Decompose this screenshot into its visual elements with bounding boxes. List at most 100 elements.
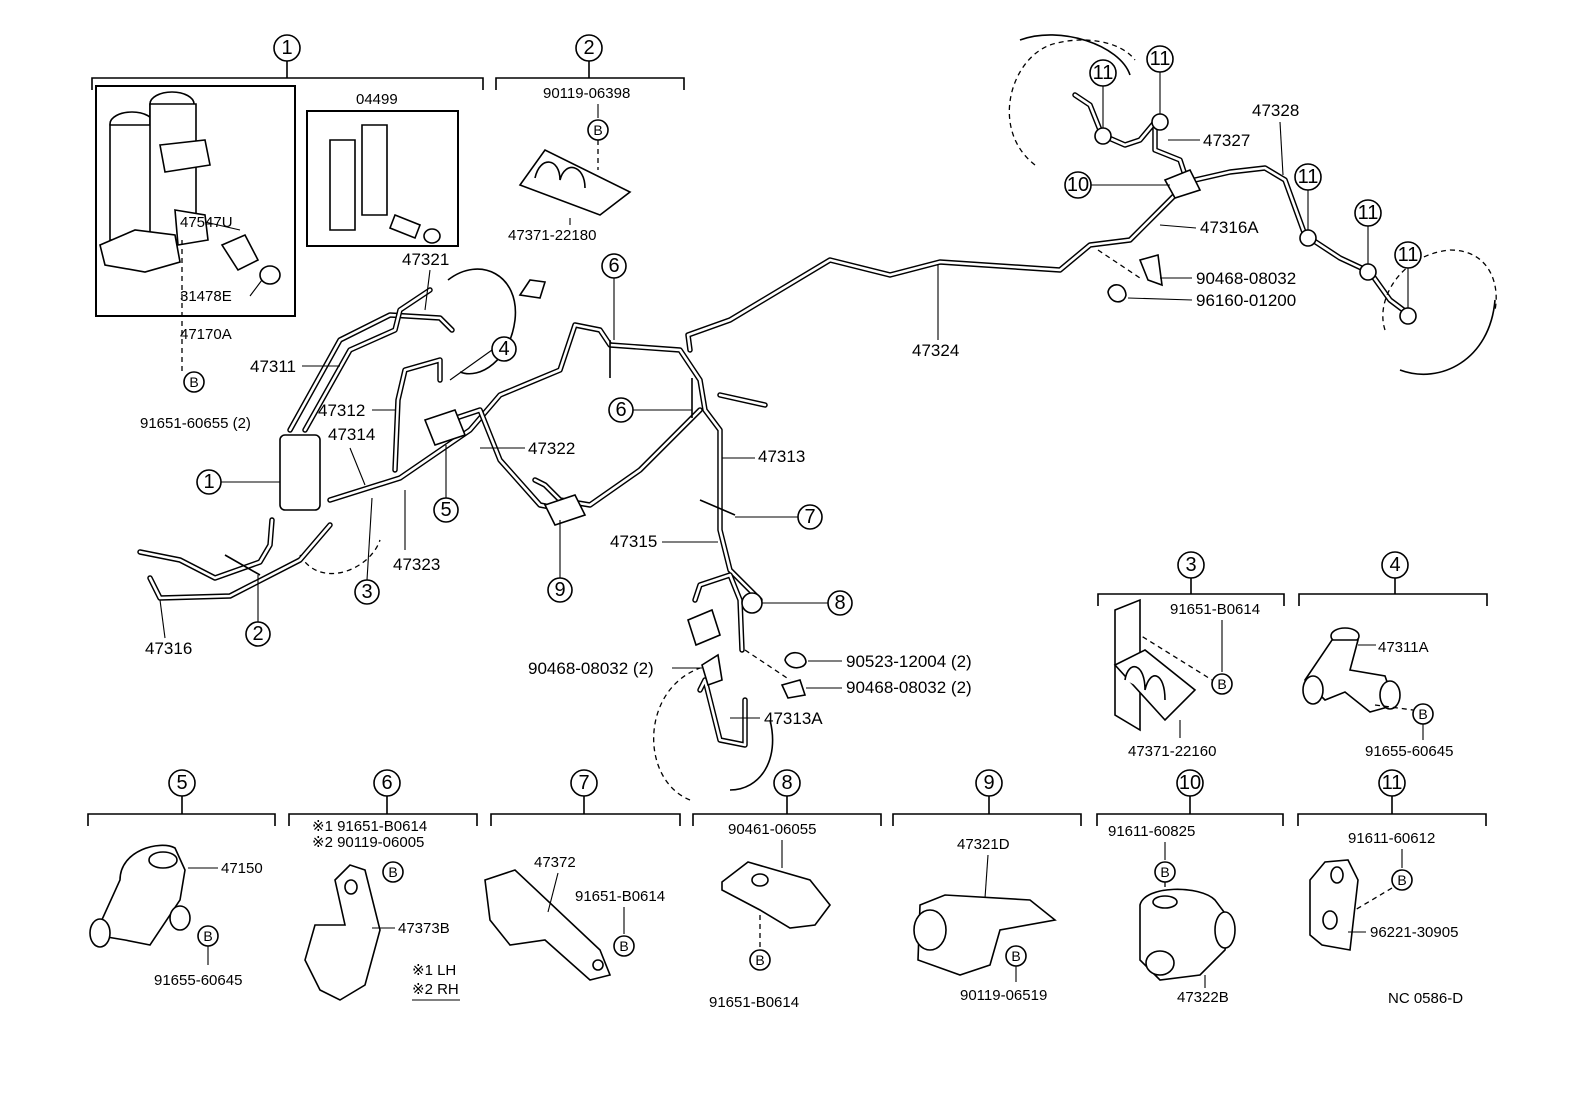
callout-3-circle — [354, 579, 380, 605]
label-47312: 47312 — [318, 401, 365, 420]
bolt-b-g1-circle — [183, 371, 205, 393]
label-90119-06519: 90119-06519 — [960, 987, 1047, 1004]
callouts: 1 2 3 4 5 6 6 7 8 9 10 11 11 — [196, 45, 1422, 647]
callout-5: 5 — [440, 499, 451, 521]
dash-g4 — [1374, 704, 1414, 711]
callout-11e-circle — [1394, 241, 1422, 269]
clamp-47372-icon — [484, 869, 612, 981]
group-10-number: 10 — [1179, 772, 1201, 794]
callout-4: 4 — [498, 338, 509, 360]
label-90468-08032-x2-b: 90468-08032 (2) — [846, 678, 972, 697]
bolt-b-g11: B — [1397, 872, 1406, 888]
bolt-b-g10: B — [1160, 864, 1169, 880]
repair-kit-box — [306, 110, 459, 247]
leader-96160-01200 — [1127, 297, 1193, 301]
group-3: 3 91651-B0614 B 47371-22160 — [1097, 551, 1285, 760]
label-47371-22160: 47371-22160 — [1128, 743, 1216, 760]
label-47371-22180: 47371-22180 — [508, 227, 596, 244]
group-6-bracket — [288, 796, 478, 826]
label-47311: 47311 — [250, 357, 296, 376]
label-47324: 47324 — [912, 341, 959, 360]
group-9-bracket — [892, 796, 1082, 826]
bolt-b-g9: B — [1011, 948, 1020, 964]
callout-7-circle — [797, 504, 823, 530]
main-assembly — [137, 34, 1497, 801]
label-90523-12004: 90523-12004 (2) — [846, 652, 972, 671]
callout-8-circle — [827, 590, 853, 616]
main-labels: 47321 47311 47312 47314 47322 47323 4731… — [145, 101, 1299, 728]
joint-11-c — [1299, 229, 1317, 247]
clip-90468-front-icon — [701, 653, 723, 687]
label-90468-08032: 90468-08032 — [1196, 269, 1296, 288]
clamp-bracket-icon — [518, 148, 632, 216]
group-2-bracket — [495, 61, 685, 90]
bolt-b-g8-circle — [749, 949, 771, 971]
label-47311A: 47311A — [1378, 639, 1429, 656]
callout-8: 8 — [834, 592, 845, 614]
callout-11d: 11 — [1358, 202, 1379, 224]
leader-47328 — [1279, 121, 1284, 176]
pipe-47316-upper — [137, 517, 275, 581]
brake-booster-icon — [299, 268, 547, 575]
label-96221-30905: 96221-30905 — [1370, 924, 1458, 941]
bracket-96221-icon — [1309, 859, 1359, 951]
group-11-number: 11 — [1382, 772, 1403, 794]
group-7: 7 47372 91651-B0614 B — [484, 769, 681, 981]
group-4-number: 4 — [1389, 554, 1400, 576]
group-5-number: 5 — [176, 772, 187, 794]
group-1-number: 1 — [281, 37, 292, 59]
label-47314: 47314 — [328, 425, 375, 444]
note-lh: ※1 LH — [412, 962, 456, 979]
note-rh: ※2 RH — [412, 981, 459, 998]
clamp-47373B-icon — [304, 864, 381, 1001]
leader-47547U — [204, 221, 241, 231]
group-4-bracket — [1298, 578, 1488, 606]
front-clip-leader — [744, 649, 791, 681]
label-g8-91651-B0614: 91651-B0614 — [709, 994, 799, 1011]
pipe-47324 — [685, 187, 1183, 353]
label-47313: 47313 — [758, 447, 805, 466]
callout-4-circle — [491, 336, 517, 362]
callout-5-circle — [433, 497, 459, 523]
leader-47321 — [424, 269, 431, 311]
master-cylinder-icon — [99, 91, 211, 273]
callout-2: 2 — [252, 623, 263, 645]
bolt-b-g7: B — [619, 938, 628, 954]
label-91651-60655: 91651-60655 (2) — [140, 415, 251, 432]
dash-g11 — [1354, 887, 1393, 911]
bolt-b-g8: B — [755, 952, 764, 968]
bracket-47371-22160-icon — [1113, 598, 1197, 732]
label-47322: 47322 — [528, 439, 575, 458]
label-47327: 47327 — [1203, 131, 1250, 150]
joint-11-e — [1399, 307, 1417, 325]
group-8-number: 8 — [781, 772, 792, 794]
leader-c4 — [449, 349, 493, 381]
pipe-47322 — [447, 407, 568, 513]
clamp-47321D-icon — [913, 894, 1057, 976]
spring-icon — [220, 233, 260, 272]
callout-11b-circle — [1146, 45, 1174, 73]
callout-11b: 11 — [1150, 48, 1171, 70]
clip-90468-front-b-icon — [780, 679, 807, 699]
callout-1: 1 — [203, 471, 214, 493]
group-7-number: 7 — [578, 772, 589, 794]
callout-6a: 6 — [608, 255, 619, 277]
label-47321: 47321 — [402, 250, 449, 269]
callout-6a-circle — [601, 253, 627, 279]
label-47372: 47372 — [534, 854, 576, 871]
group-1: 1 47547U 31478E 47170A B 91651-60655 (2)… — [91, 34, 484, 432]
group-1-bracket — [91, 61, 484, 90]
group-2: 2 90119-06398 B 47371-22180 — [495, 34, 685, 244]
tee-47150-icon — [89, 844, 191, 948]
rear-drum-right — [1382, 249, 1497, 331]
bolt-b-g5: B — [203, 928, 212, 944]
label-47170A: 47170A — [180, 326, 232, 343]
callout-11c-circle — [1294, 163, 1322, 191]
group-9: 9 47321D B 90119-06519 — [892, 769, 1082, 1004]
leader-47314 — [349, 447, 366, 486]
group-6: 6 ※1 91651-B0614 ※2 90119-06005 B 47373B… — [288, 769, 478, 1001]
label-91611-60612: 91611-60612 — [1348, 830, 1435, 847]
callout-11a: 11 — [1093, 62, 1114, 84]
callout-10-circle — [1064, 171, 1092, 199]
